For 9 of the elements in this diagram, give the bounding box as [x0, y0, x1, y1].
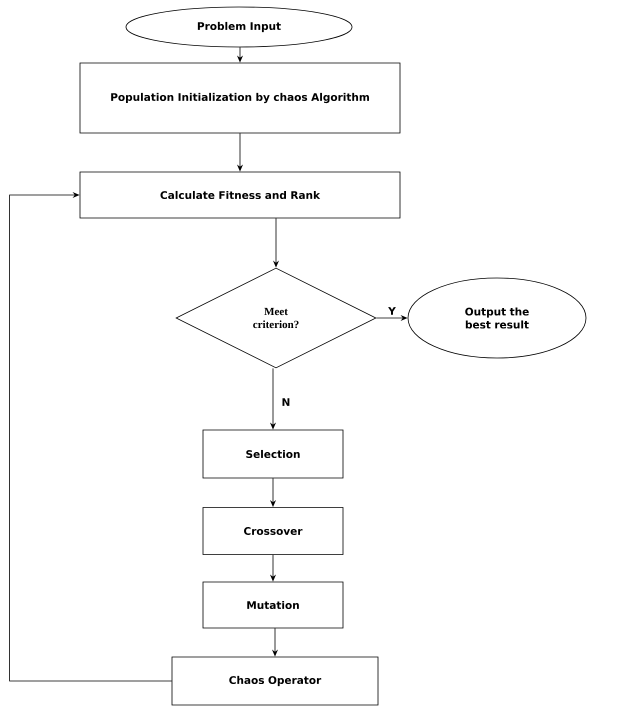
process-box: Crossover [202, 507, 344, 555]
process-box: Calculate Fitness and Rank [80, 172, 400, 218]
edge-label: Y [387, 306, 397, 316]
process-box: Mutation [202, 582, 344, 628]
process-box: Selection [202, 430, 344, 478]
process-box: Chaos Operator [172, 656, 378, 706]
edge-label: N [280, 397, 292, 407]
process-box: Population Initialization by chaos Algorithm [80, 62, 400, 134]
arrow [9, 192, 172, 682]
